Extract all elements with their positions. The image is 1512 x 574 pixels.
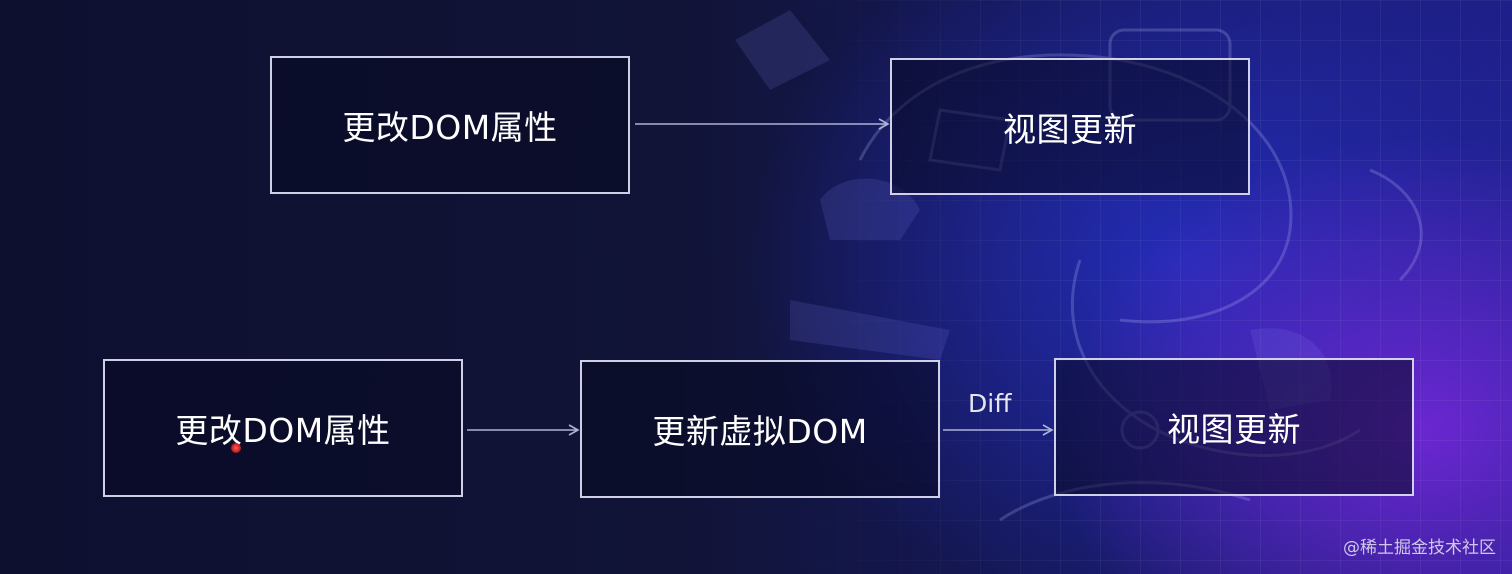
- bottom-middle-box: 更新虚拟DOM: [580, 360, 940, 498]
- top-target-label: 视图更新: [1003, 109, 1137, 149]
- bottom-target-label: 视图更新: [1167, 410, 1301, 449]
- bottom-middle-label: 更新虚拟DOM: [652, 412, 868, 451]
- bottom-target-box: 视图更新: [1054, 358, 1414, 496]
- bottom-source-label: 更改DOM属性: [175, 411, 391, 450]
- watermark-text: @稀土掘金技术社区: [1343, 538, 1496, 558]
- top-source-label: 更改DOM属性: [342, 108, 558, 147]
- top-target-box: 视图更新: [890, 58, 1250, 195]
- top-source-box: 更改DOM属性: [270, 56, 630, 194]
- diff-edge-label: Diff: [968, 389, 1012, 418]
- bottom-source-box: 更改DOM属性: [103, 359, 463, 497]
- cursor-pointer-dot: [231, 443, 241, 453]
